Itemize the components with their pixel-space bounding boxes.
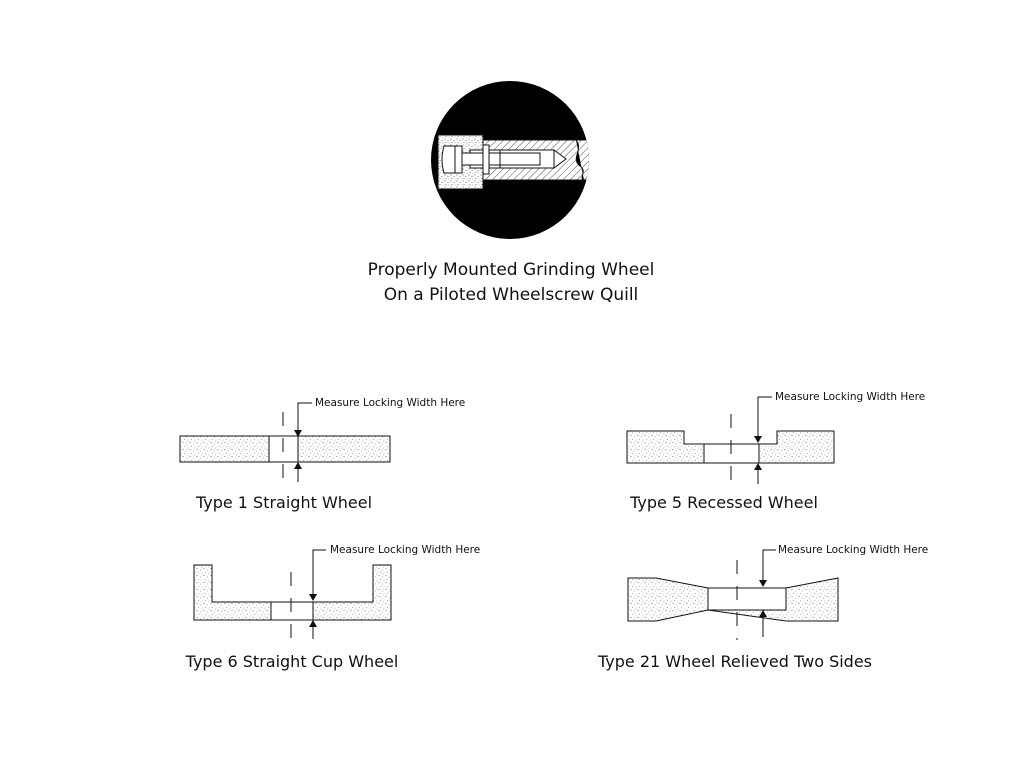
screw-shank — [461, 152, 541, 166]
type5-measure-arrow — [754, 396, 772, 484]
type1-straight-wheel-diagram: Measure Locking Width Here Type 1 Straig… — [179, 397, 465, 512]
title-line-1: Properly Mounted Grinding Wheel — [368, 260, 655, 280]
quill-break-line — [575, 139, 585, 181]
type1-caption: Type 1 Straight Wheel — [195, 493, 372, 512]
type1-measure-arrow — [294, 402, 312, 482]
quill-detail-illustration — [431, 81, 589, 239]
type6-wheel-body — [193, 564, 392, 621]
screw-head — [441, 145, 463, 174]
type6-straight-cup-wheel-diagram: Measure Locking Width Here Type 6 Straig… — [185, 544, 481, 671]
type5-caption: Type 5 Recessed Wheel — [629, 493, 818, 512]
type6-measure-arrow — [309, 549, 326, 639]
title-line-2: On a Piloted Wheelscrew Quill — [384, 285, 639, 305]
type21-measure-arrow — [759, 549, 776, 637]
type6-caption: Type 6 Straight Cup Wheel — [185, 652, 399, 671]
type21-relieved-wheel-diagram: Measure Locking Width Here Type 21 Wheel… — [597, 544, 928, 671]
type21-wheel-bore — [707, 587, 787, 611]
type21-caption: Type 21 Wheel Relieved Two Sides — [597, 652, 872, 671]
type5-recessed-wheel-diagram: Measure Locking Width Here Type 5 Recess… — [626, 391, 925, 512]
type6-measure-note: Measure Locking Width Here — [330, 544, 480, 556]
type6-wheel-bore — [270, 601, 314, 621]
quill-pilot — [482, 144, 490, 175]
type5-measure-note: Measure Locking Width Here — [775, 391, 925, 403]
screw-threads — [499, 150, 540, 168]
type21-measure-note: Measure Locking Width Here — [778, 544, 928, 556]
bore-drill-point — [553, 149, 567, 169]
type1-measure-note: Measure Locking Width Here — [315, 397, 465, 409]
